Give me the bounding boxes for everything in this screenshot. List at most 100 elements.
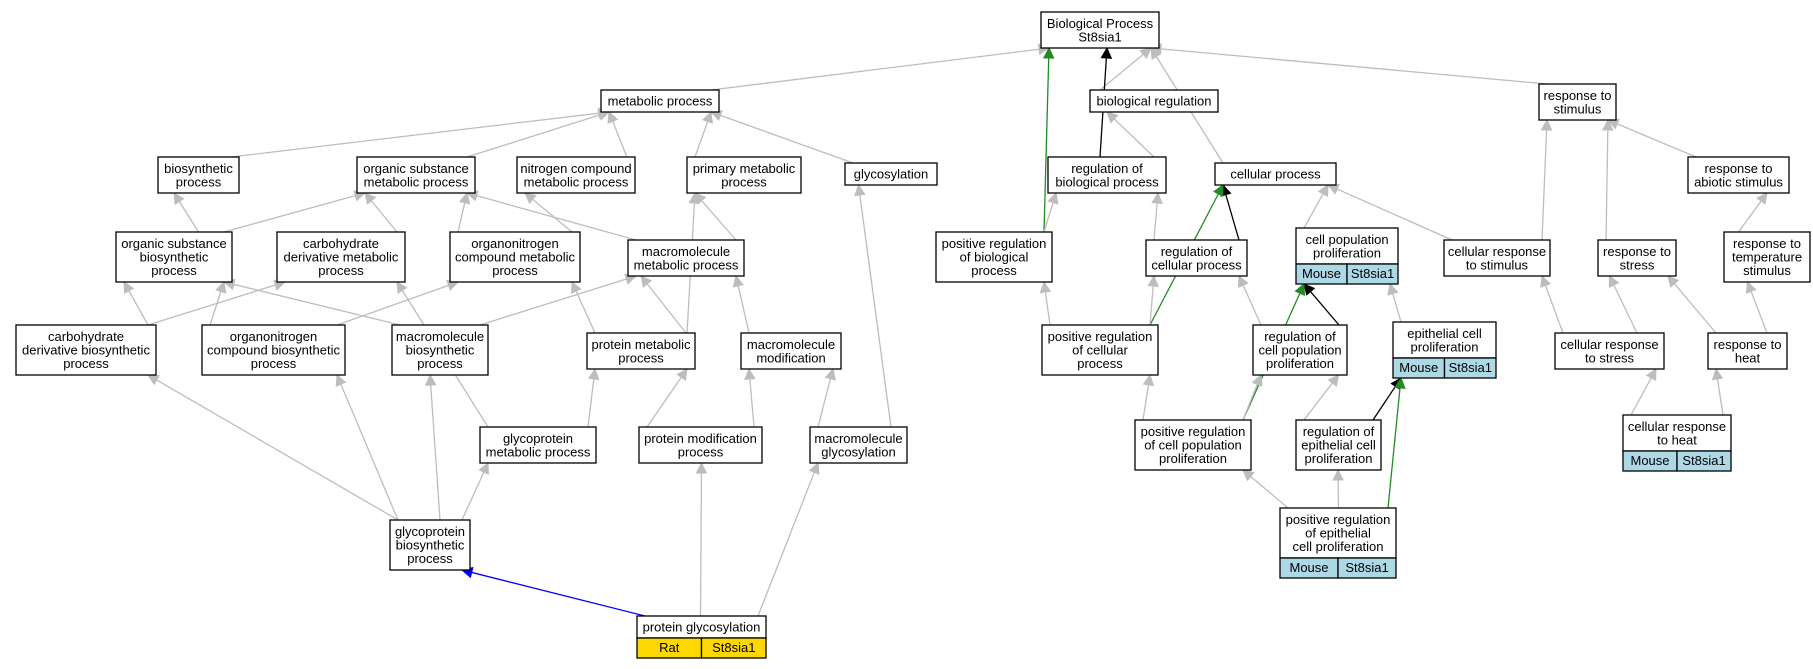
arrowhead-glycoprot_biosyn-to-orgN_biosyn — [335, 373, 347, 387]
node-box — [157, 156, 240, 194]
node-label-line: biosynthetic — [406, 343, 475, 358]
node-box — [389, 519, 471, 571]
node-label-line: organonitrogen — [471, 236, 558, 251]
node-label-line: regulation of — [1071, 161, 1143, 176]
node-label-line: nitrogen compound — [520, 161, 631, 176]
arrowhead-epi_prolif-to-cell_pop_prolif — [1387, 282, 1399, 296]
node-label-line: process — [721, 174, 767, 189]
edge-cell_resp_stim-to-resp_stim — [1541, 129, 1548, 241]
arrowhead-cell_resp_stress-to-cell_resp_stim — [1540, 274, 1552, 288]
arrowhead-cell_resp_stress-to-resp_stress — [1608, 274, 1620, 288]
node-label-line: proliferation — [1305, 451, 1373, 466]
node-label-line: macromolecule — [747, 337, 835, 352]
arrowhead-pos_reg_cell-to-cellular_proc — [1212, 184, 1224, 197]
arrowhead-orgN_meta-to-nitro_meta — [524, 192, 537, 205]
gene-cell — [1346, 263, 1399, 285]
node-label-line: positive regulation — [942, 236, 1047, 251]
node-label-line: process — [251, 356, 297, 371]
arrowhead-glycoprot_biosyn-to-carb_deriv_biosyn — [147, 374, 160, 386]
edge-carb_deriv_meta-to-org_meta — [370, 200, 398, 233]
edge-pos_reg_bio-to-reg_bio — [1043, 202, 1054, 233]
edge-reg_epi-to-epi_prolif — [1372, 385, 1396, 421]
node-box — [1597, 239, 1677, 277]
node-label-line: process — [678, 444, 724, 459]
edge-cell_resp_stress-to-resp_stress — [1613, 284, 1638, 334]
node-label-line: carbohydrate — [48, 329, 124, 344]
node-box — [809, 426, 908, 464]
node-label-line: glycosylation — [821, 444, 895, 459]
species-label: Mouse — [1399, 360, 1438, 375]
node-box — [1040, 11, 1160, 49]
edge-macro_mod-to-macro_meta — [737, 285, 750, 334]
node-glycosylation[interactable]: glycosylation — [844, 162, 938, 186]
species-label: Mouse — [1289, 560, 1328, 575]
node-label-line: derivative biosynthetic — [22, 343, 150, 358]
node-label-line: to heat — [1657, 432, 1697, 447]
node-box — [740, 332, 842, 370]
arrowhead-glycoprot_meta-to-carb_deriv_meta — [396, 281, 408, 294]
node-label-line: of epithelial — [1305, 526, 1371, 541]
arrowhead-carb_deriv_biosyn-to-org_biosyn — [123, 281, 135, 294]
arrowhead-carb_deriv_meta-to-org_meta — [364, 192, 377, 205]
edge-reg_cell_pop-to-reg_cell — [1242, 284, 1262, 326]
edge-prot_glyco-to-glycoprot_biosyn — [471, 571, 646, 617]
node-label-line: cell population — [1305, 232, 1388, 247]
node-label-line: of biological — [960, 250, 1029, 265]
node-label-line: glycoprotein — [395, 524, 465, 539]
node-label-line: regulation of — [1161, 244, 1233, 259]
node-label-line: to stress — [1585, 350, 1635, 365]
node-label-line: positive regulation — [1141, 424, 1246, 439]
edge-epi_prolif-to-cell_pop_prolif — [1392, 293, 1402, 323]
node-label-line: epithelial cell — [1407, 326, 1482, 341]
arrowhead-glycoprot_biosyn-to-macro_biosyn — [424, 373, 437, 386]
node-cellular_proc[interactable]: cellular process — [1214, 162, 1337, 186]
node-metabolic[interactable]: metabolic process — [600, 89, 720, 113]
node-bioreg[interactable]: biological regulation — [1089, 89, 1219, 113]
node-box — [1047, 156, 1167, 194]
arrowhead-pos_reg_epi-to-reg_epi — [1332, 468, 1344, 481]
node-label-line: cellular response — [1628, 419, 1726, 434]
edge-pos_reg_epi-to-epi_prolif — [1387, 387, 1401, 509]
edge-nitro_meta-to-metabolic — [612, 121, 628, 158]
node-label-line: metabolic process — [524, 174, 629, 189]
node-label-line: response to — [1733, 236, 1801, 251]
node-box — [1041, 324, 1159, 376]
